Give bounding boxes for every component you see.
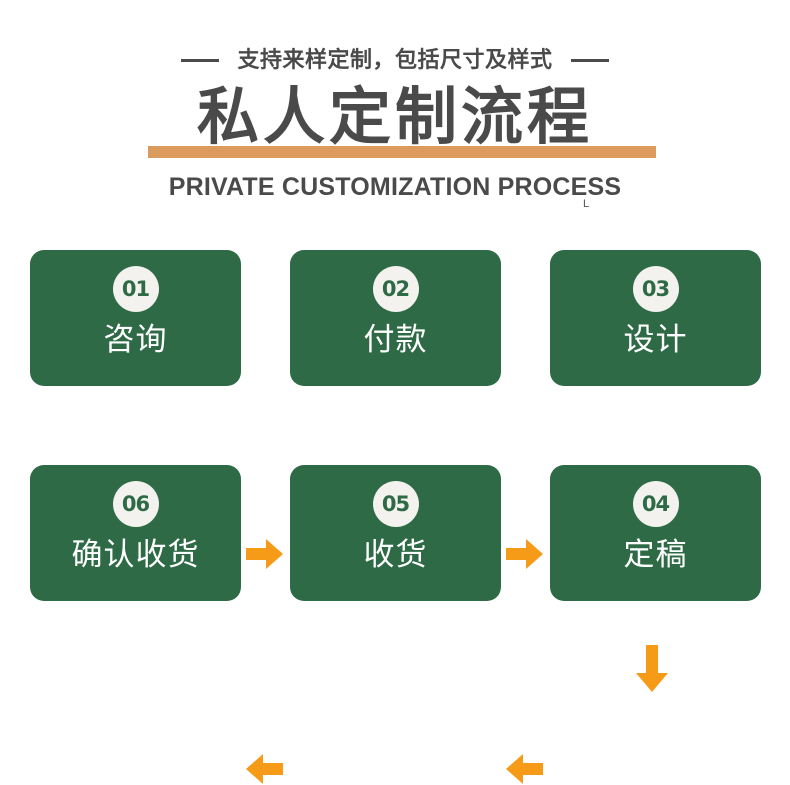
step-number-badge: 04 xyxy=(632,481,679,527)
title-underline-bar xyxy=(148,146,656,158)
eyebrow-dash-right xyxy=(570,58,609,62)
process-step-02[interactable]: 02 付款 xyxy=(290,250,501,386)
step-label: 确认收货 xyxy=(71,537,200,572)
step-number-badge: 01 xyxy=(112,266,159,312)
process-step-01[interactable]: 01 咨询 xyxy=(30,250,241,386)
process-step-03[interactable]: 03 设计 xyxy=(550,250,761,386)
process-flow-diagram: 01 咨询 02 付款 03 设计 06 确认收货 05 收货 04 定稿 xyxy=(0,240,790,784)
step-label: 定稿 xyxy=(623,537,688,572)
arrow-left-icon xyxy=(506,753,544,785)
arrow-right-icon xyxy=(506,538,544,570)
step-label: 咨询 xyxy=(103,322,168,357)
process-step-06[interactable]: 06 确认收货 xyxy=(30,465,241,601)
eyebrow-line: 支持来样定制，包括尺寸及样式 xyxy=(0,44,790,76)
page-subtitle: PRIVATE CUSTOMIZATION PROCESS xyxy=(168,173,622,201)
step-label: 设计 xyxy=(623,322,688,357)
arrow-left-icon xyxy=(246,753,284,785)
arrow-right-icon xyxy=(246,538,284,570)
page-title: 私人定制流程 xyxy=(196,83,593,152)
step-number-badge: 03 xyxy=(632,266,679,312)
arrow-down-icon xyxy=(635,645,669,693)
page-header: 支持来样定制，包括尺寸及样式 私人定制流程 PRIVATE CUSTOMIZAT… xyxy=(0,0,790,240)
step-number-badge: 05 xyxy=(372,481,419,527)
step-number-badge: 02 xyxy=(372,266,419,312)
process-step-05[interactable]: 05 收货 xyxy=(290,465,501,601)
eyebrow-dash-left xyxy=(181,58,220,62)
eyebrow-text: 支持来样定制，包括尺寸及样式 xyxy=(237,47,553,72)
process-step-04[interactable]: 04 定稿 xyxy=(550,465,761,601)
stray-glyph: L xyxy=(583,198,590,210)
step-label: 收货 xyxy=(363,537,428,572)
step-label: 付款 xyxy=(363,322,428,357)
step-number-badge: 06 xyxy=(112,481,159,527)
